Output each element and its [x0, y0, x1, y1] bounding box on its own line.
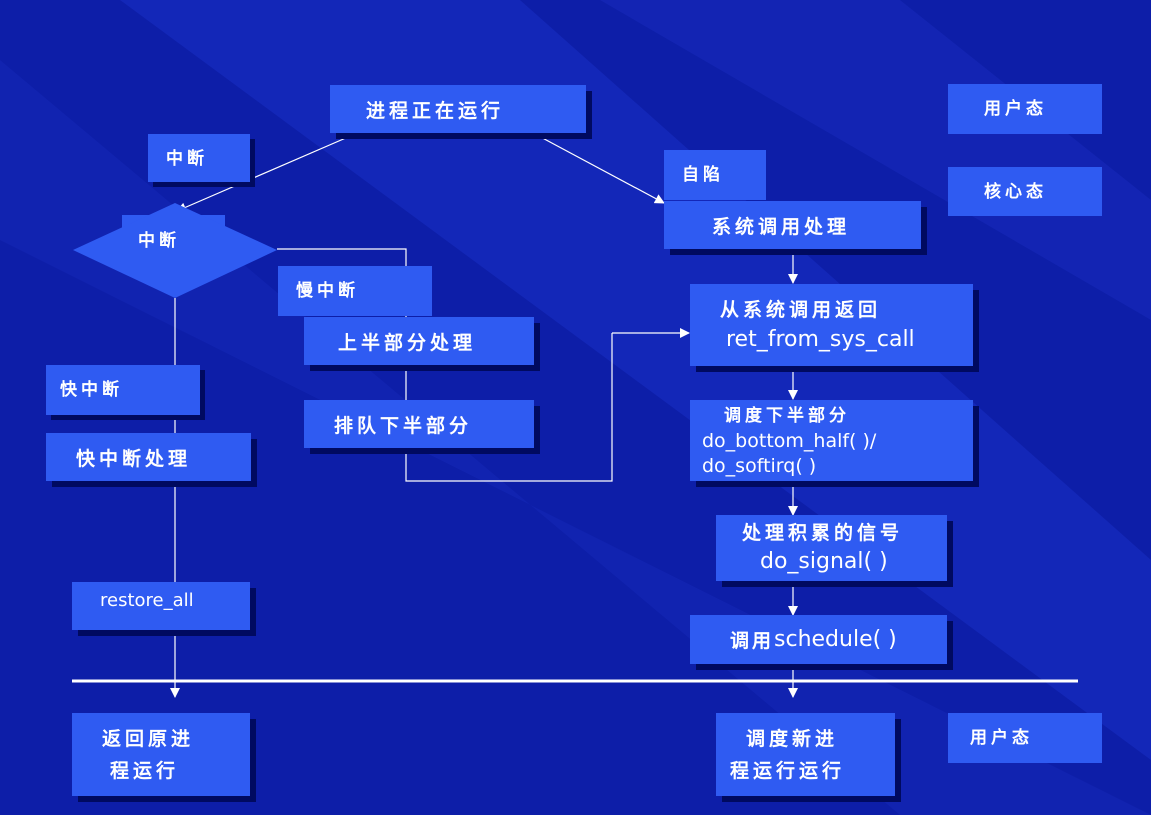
schedule-new-line2: 程运行运行 [730, 759, 846, 782]
label-diamond-interrupt: 中断 [138, 231, 180, 251]
schedule-new-line1: 调度新进 [746, 727, 839, 750]
schedule-bottom-half-en2: do_softirq( ) [702, 454, 817, 477]
handle-signals-en: do_signal( ) [760, 549, 888, 574]
arrow-running-to-syscall [534, 133, 665, 204]
return-from-syscall-box: 从系统调用返回 ret_from_sys_call [690, 284, 973, 366]
legend-user-mode-bottom: 用户态 [948, 713, 1102, 763]
schedule-new-box: 调度新进 程运行运行 [716, 713, 895, 796]
return-original-line1: 返回原进 [102, 727, 195, 750]
line-slow-path [277, 248, 613, 482]
return-original-box: 返回原进 程运行 [72, 713, 250, 796]
label-trap: 自陷 [664, 150, 766, 200]
interrupt-diamond [73, 203, 277, 298]
call-schedule-box: 调用 schedule( ) [690, 615, 947, 664]
handle-signals-cn: 处理积累的信号 [742, 522, 904, 544]
queue-bottom-half-text: 排队下半部分 [334, 414, 473, 437]
top-half-box: 上半部分处理 [304, 317, 534, 365]
queue-bottom-half-box: 排队下半部分 [304, 400, 534, 448]
system-call-handling-box: 系统调用处理 [664, 201, 921, 249]
handle-signals-box: 处理积累的信号 do_signal( ) [716, 515, 947, 581]
fast-interrupt-handling-box: 快中断处理 [46, 433, 251, 481]
top-half-text: 上半部分处理 [338, 331, 477, 354]
system-call-handling-text: 系统调用处理 [712, 215, 851, 238]
return-from-syscall-en: ret_from_sys_call [726, 327, 915, 352]
process-running-box: 进程正在运行 [330, 85, 586, 133]
fast-interrupt-handling-text: 快中断处理 [76, 447, 192, 470]
schedule-bottom-half-en1: do_bottom_half( )/ [702, 429, 877, 452]
restore-all-text: restore_all [100, 589, 194, 611]
schedule-bottom-half-cn: 调度下半部分 [724, 405, 850, 426]
legend-kernel-mode: 核心态 [948, 167, 1102, 216]
call-schedule-en: schedule( ) [774, 627, 897, 652]
label-fast-interrupt: 快中断 [46, 365, 200, 415]
return-original-line2: 程运行 [110, 759, 180, 782]
label-slow-interrupt: 慢中断 [278, 266, 432, 316]
call-schedule-cn: 调用 [730, 630, 775, 652]
restore-all-box: restore_all [72, 582, 250, 630]
legend-user-mode-top: 用户态 [948, 84, 1102, 134]
return-from-syscall-cn: 从系统调用返回 [720, 299, 882, 321]
process-running-text: 进程正在运行 [366, 99, 505, 122]
arrow-running-to-interrupt [176, 133, 356, 213]
schedule-bottom-half-box: 调度下半部分 do_bottom_half( )/ do_softirq( ) [690, 400, 973, 481]
label-interrupt: 中断 [148, 134, 250, 182]
